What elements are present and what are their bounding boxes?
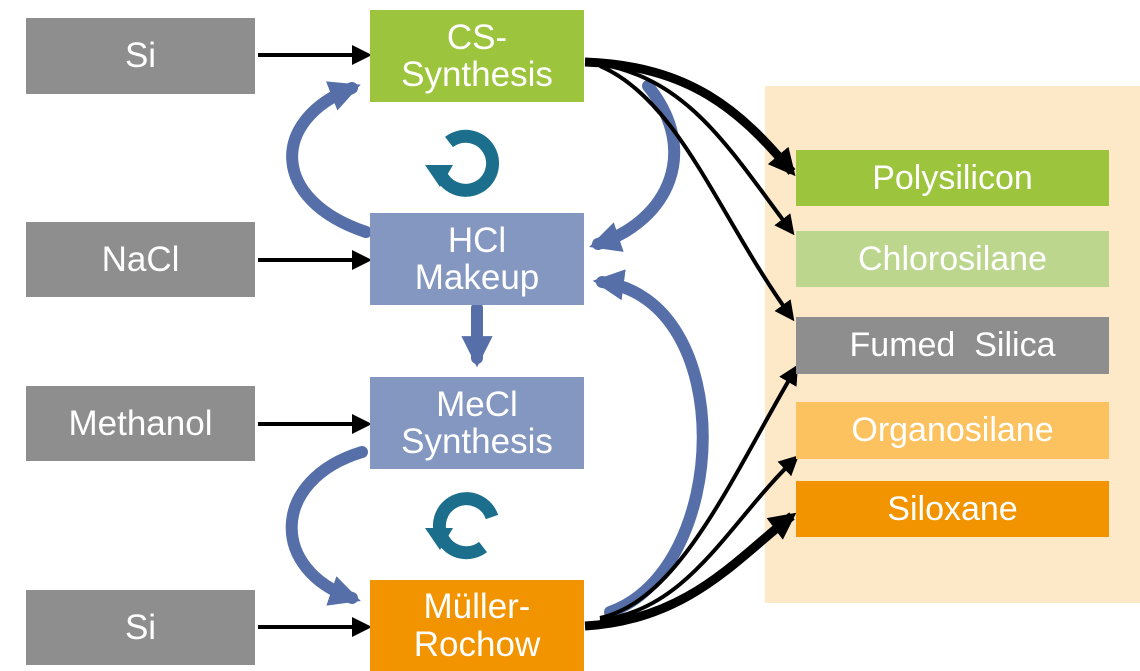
arrow-muller-to-hcl <box>592 269 709 618</box>
input-nacl: NaCl <box>26 222 255 297</box>
product-polysilicon: Polysilicon <box>796 150 1109 206</box>
process-muller-rochow: Müller- Rochow <box>370 580 584 671</box>
product-chlorosilane: Chlorosilane <box>796 231 1109 287</box>
hcl-makeup-line2: Makeup <box>414 258 540 297</box>
input-si-top: Si <box>26 18 255 94</box>
product-fumed-silica: Fumed Silica <box>796 317 1109 374</box>
cycle-arrow-icon <box>425 492 499 560</box>
process-mecl-synthesis: MeCl Synthesis <box>370 377 584 469</box>
cycle-arrow-icon <box>425 129 500 197</box>
input-si-top-label: Si <box>124 36 157 76</box>
product-chlorosilane-label: Chlorosilane <box>858 239 1047 278</box>
product-organosilane: Organosilane <box>796 402 1109 459</box>
arrow-cs-to-fumed-silica <box>599 64 795 322</box>
mecl-synthesis-line2: Synthesis <box>401 422 553 461</box>
muller-rochow-line2: Rochow <box>413 624 541 664</box>
cs-synthesis-line2: Synthesis <box>401 55 553 94</box>
arrow-hcl-to-cs <box>286 81 372 238</box>
product-polysilicon-label: Polysilicon <box>872 158 1033 197</box>
arrow-muller-to-siloxane <box>584 512 797 631</box>
product-fumed-silica-label: Fumed Silica <box>849 326 1056 365</box>
input-nacl-label: NaCl <box>101 239 180 279</box>
process-cs-synthesis: CS- Synthesis <box>370 10 584 102</box>
arrow-mecl-to-muller <box>285 446 368 606</box>
hcl-makeup-line1: HCl <box>447 220 507 260</box>
arrow-cs-to-polysilicon <box>584 57 796 177</box>
input-methanol: Methanol <box>26 386 255 461</box>
product-organosilane-label: Organosilane <box>851 411 1054 450</box>
muller-rochow-line1: Müller- <box>423 587 531 627</box>
cs-synthesis-line1: CS- <box>446 17 508 57</box>
product-siloxane-label: Siloxane <box>887 489 1018 528</box>
mecl-synthesis-line1: MeCl <box>436 384 518 424</box>
input-methanol-label: Methanol <box>68 403 213 443</box>
input-si-bottom: Si <box>26 590 255 665</box>
arrow-cs-to-chlorosilane <box>599 62 795 236</box>
arrow-cs-to-hcl <box>589 80 681 252</box>
process-hcl-makeup: HCl Makeup <box>370 213 584 305</box>
input-si-bottom-label: Si <box>124 607 157 647</box>
cs-product-arrows <box>584 57 796 322</box>
recycle-arrows <box>285 80 709 618</box>
product-siloxane: Siloxane <box>796 481 1109 537</box>
input-arrows <box>258 45 372 637</box>
